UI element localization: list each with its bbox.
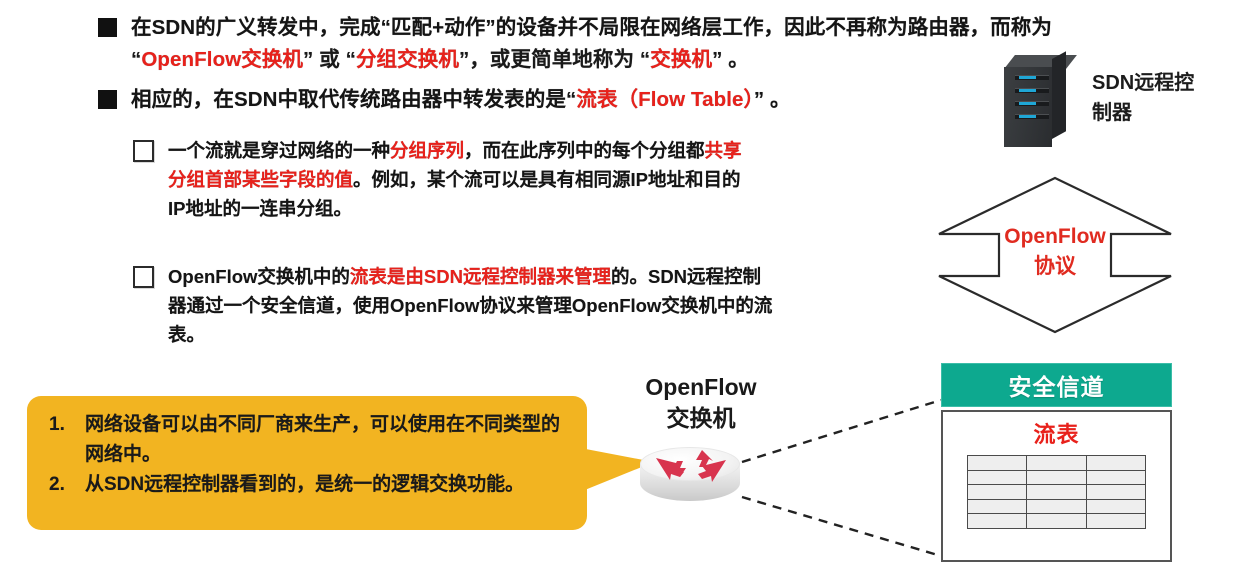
table-cell <box>966 484 1028 500</box>
sub-bullet-item-1: 一个流就是穿过网络的一种分组序列，而在此序列中的每个分组都共享分组首部某些字段的… <box>133 136 753 223</box>
term-openflow-switch: OpenFlow交换机 <box>141 48 304 71</box>
protocol-label-en: OpenFlow <box>1004 225 1106 248</box>
table-cell <box>966 498 1028 514</box>
table-cell <box>1026 498 1087 514</box>
double-headed-vertical-arrow-icon <box>935 176 1175 334</box>
protocol-label: OpenFlow 协议 <box>935 222 1175 282</box>
protocol-label-cn: 协议 <box>1034 255 1076 278</box>
table-cell <box>1026 484 1087 500</box>
table-row <box>966 469 1147 485</box>
bullet-2-text: 相应的，在SDN中取代传统路由器中转发表的是“流表（Flow Table）” 。 <box>131 84 998 116</box>
server-led <box>1019 89 1036 92</box>
hollow-square-bullet-icon <box>133 266 154 288</box>
list-text: 网络设备可以由不同厂商来生产，可以使用在不同类型的网络中。 <box>85 414 561 465</box>
quote-close-3: ” 。 <box>712 48 749 71</box>
table-cell <box>1085 513 1147 529</box>
secure-channel-banner: 安全信道 <box>941 363 1172 407</box>
bullet-item-2: 相应的，在SDN中取代传统路由器中转发表的是“流表（Flow Table）” 。 <box>98 84 998 116</box>
server-led <box>1019 102 1036 105</box>
quote-close-2: ” <box>458 48 470 71</box>
callout-box: 1. 网络设备可以由不同厂商来生产，可以使用在不同类型的网络中。 2. 从SDN… <box>27 396 587 530</box>
term-packet-switch: 分组交换机 <box>355 48 459 71</box>
server-tower-icon <box>997 51 1077 147</box>
list-text: 从SDN远程控制器看到的，是统一的逻辑交换功能。 <box>85 474 525 495</box>
table-cell <box>1085 469 1147 485</box>
switch-arrows <box>656 450 726 482</box>
bullet-1-tail: ，或更简单地称为 “ <box>469 48 651 71</box>
server-led <box>1019 76 1036 79</box>
switch-label-cn: 交换机 <box>666 405 736 431</box>
server-led <box>1019 115 1036 118</box>
quote-close-1: ” <box>303 48 314 71</box>
table-row <box>966 455 1147 471</box>
bullet-item-1: 在SDN的广义转发中，完成“匹配+动作”的设备并不局限在网络层工作，因此不再称为… <box>98 12 1218 76</box>
network-switch-icon <box>640 447 740 517</box>
switch-label: OpenFlow 交换机 <box>606 372 796 434</box>
table-row <box>966 498 1147 514</box>
table-cell <box>966 455 1028 471</box>
switch-label-en: OpenFlow <box>645 374 757 400</box>
table-cell <box>1026 455 1087 471</box>
table-cell <box>1026 513 1087 529</box>
flow-table-grid <box>966 455 1147 529</box>
table-cell <box>1085 455 1147 471</box>
sub1-seg5: 。例如，某个流可以是具有相同源IP地址和目的IP地址的一连串分组。 <box>168 169 741 219</box>
bullet-2-pre: 相应的，在SDN中取代传统路由器中转发表的是“ <box>131 88 577 111</box>
term-shared-header-fields: 共享分组首部某些字段的值 <box>168 140 742 190</box>
flow-table-title: 流表 <box>1033 422 1080 447</box>
bullet-2-post: ” 。 <box>753 88 791 111</box>
server-side-face <box>1052 51 1066 140</box>
list-item: 1. 网络设备可以由不同厂商来生产，可以使用在不同类型的网络中。 <box>49 410 569 469</box>
server-front-face <box>1004 67 1052 147</box>
table-row <box>966 513 1147 529</box>
sub1-seg3: ，而在此序列中的每个分组都 <box>464 140 705 161</box>
server-label: SDN远程控制器 <box>1092 72 1195 124</box>
sub1-seg1: 一个流就是穿过网络的一种 <box>168 140 391 161</box>
list-number: 2. <box>49 474 65 495</box>
list-item: 2. 从SDN远程控制器看到的，是统一的逻辑交换功能。 <box>49 470 569 500</box>
filled-square-bullet-icon <box>98 90 117 109</box>
sub2-seg3: 的。SDN远程控制器通过一个安全信道，使用OpenFlow协议来管理OpenFl… <box>168 266 773 345</box>
table-cell <box>1026 469 1087 485</box>
sub2-seg1: OpenFlow交换机中的 <box>168 266 350 287</box>
flow-table-box: 流表 <box>941 410 1172 562</box>
table-cell <box>966 513 1028 529</box>
table-cell <box>966 469 1028 485</box>
term-switch: 交换机 <box>650 48 713 71</box>
quote-open-1: “ <box>131 48 142 71</box>
hollow-square-bullet-icon <box>133 140 154 162</box>
callout-list: 1. 网络设备可以由不同厂商来生产，可以使用在不同类型的网络中。 2. 从SDN… <box>27 396 587 500</box>
conjunction-or: 或 “ <box>313 48 356 71</box>
sub-bullet-1-text: 一个流就是穿过网络的一种分组序列，而在此序列中的每个分组都共享分组首部某些字段的… <box>168 136 753 223</box>
sub-bullet-item-2: OpenFlow交换机中的流表是由SDN远程控制器来管理的。SDN远程控制器通过… <box>133 262 773 349</box>
table-cell <box>1085 498 1147 514</box>
term-flow-table: 流表（Flow Table） <box>576 88 754 111</box>
bullet-1-line-1: 在SDN的广义转发中，完成“匹配+动作”的设备并不局限在网络层工作，因此不再称为… <box>131 16 1052 39</box>
list-number: 1. <box>49 414 65 435</box>
term-packet-sequence: 分组序列 <box>390 140 465 161</box>
term-flowtable-managed-by-controller: 流表是由SDN远程控制器来管理 <box>349 266 611 287</box>
table-row <box>966 484 1147 500</box>
table-cell <box>1085 484 1147 500</box>
filled-square-bullet-icon <box>98 18 117 37</box>
bullet-1-text: 在SDN的广义转发中，完成“匹配+动作”的设备并不局限在网络层工作，因此不再称为… <box>131 12 1218 76</box>
sub-bullet-2-text: OpenFlow交换机中的流表是由SDN远程控制器来管理的。SDN远程控制器通过… <box>168 262 773 349</box>
